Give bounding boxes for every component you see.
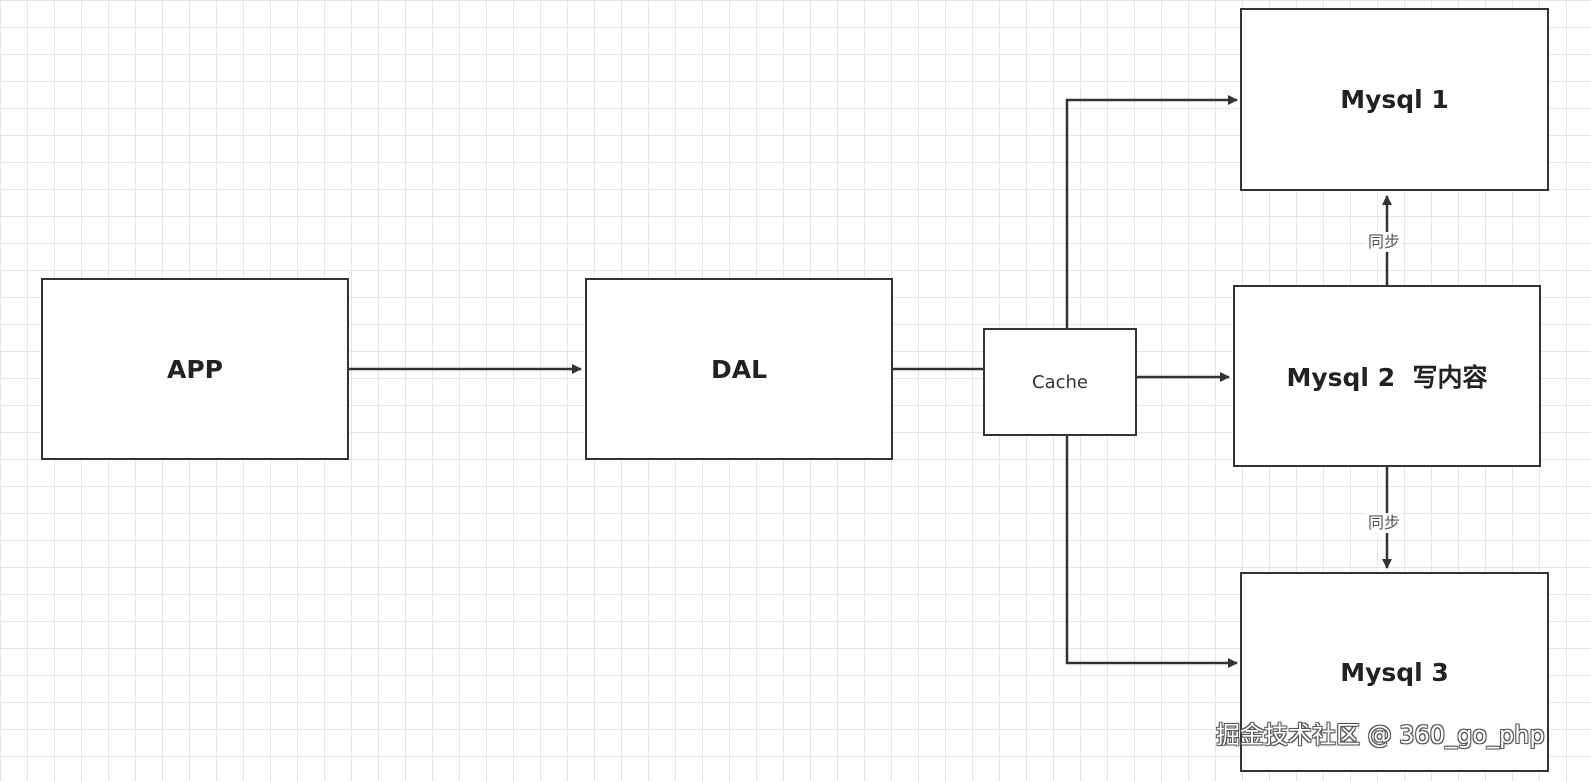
cache-box: Cache bbox=[983, 328, 1137, 436]
sync-label-upper: 同步 bbox=[1366, 232, 1403, 252]
dal-box: DAL bbox=[585, 278, 893, 460]
edge-cache-to-mysql1 bbox=[1065, 95, 1238, 328]
app-box: APP bbox=[41, 278, 349, 460]
mysql3-box: Mysql 3 bbox=[1240, 572, 1549, 772]
watermark: 掘金技术社区 @ 360_go_php bbox=[1216, 721, 1545, 749]
sync-label-lower: 同步 bbox=[1366, 513, 1403, 533]
edge-cache-to-mysql3 bbox=[1065, 435, 1238, 668]
mysql1-box: Mysql 1 bbox=[1240, 8, 1549, 191]
mysql2-box: Mysql 2 写内容 bbox=[1233, 285, 1541, 467]
